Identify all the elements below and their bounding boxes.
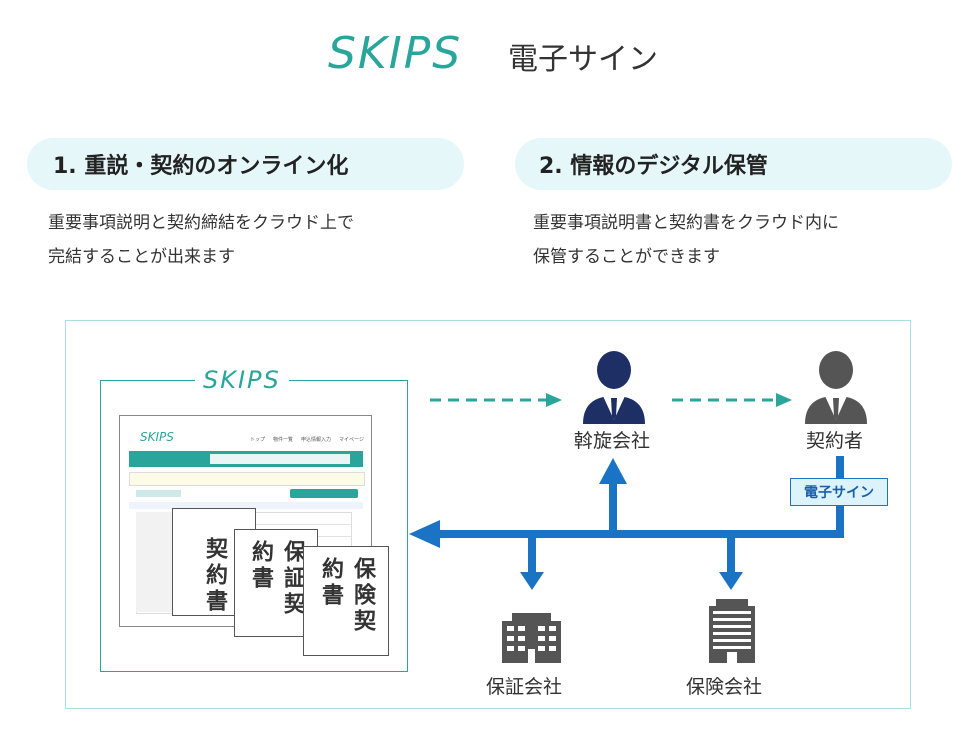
- feature-2-title: 2. 情報のデジタル保管: [515, 138, 952, 190]
- insurer-label: 保険会社: [686, 676, 763, 698]
- screen-nav-item: トップ: [250, 437, 266, 443]
- insurance-contract-document: 保険契約書: [303, 546, 389, 656]
- insurer-building-icon: [709, 599, 755, 663]
- screen-nav: トップ 物件一覧 申込情報入力 マイページ: [250, 436, 364, 443]
- insurance-contract-document-label: 保険契約書: [318, 557, 375, 635]
- guarantor-building-icon: [502, 613, 561, 663]
- guarantee-contract-document-label: 保証契約書: [248, 540, 305, 618]
- screen-step-bar: [210, 454, 350, 464]
- header-title: 電子サイン: [508, 42, 658, 77]
- contractor-label: 契約者: [806, 430, 864, 452]
- diagram-frame: [65, 320, 911, 709]
- contract-document-label: 契約書: [202, 537, 227, 615]
- screen-logo: SKIPS: [140, 430, 174, 444]
- broker-person-icon: [583, 351, 645, 424]
- screen-form-labels: [136, 512, 173, 612]
- feature-1-description: 重要事項説明と契約締結をクラウド上で 完結することが出来ます: [48, 206, 354, 274]
- feature-2-description: 重要事項説明書と契約書をクラウド内に 保管することができます: [533, 206, 839, 274]
- screen-section-bar: [136, 490, 181, 497]
- broker-label: 斡旋会社: [574, 430, 651, 452]
- screen-nav-item: 申込情報入力: [301, 437, 332, 443]
- guarantor-label: 保証会社: [486, 676, 563, 698]
- contractor-person-icon: [805, 351, 867, 424]
- screen-section-button: [290, 489, 358, 498]
- feature-2-line-1: 重要事項説明書と契約書をクラウド内に: [533, 213, 839, 233]
- screen-info-bar: [129, 502, 363, 509]
- feature-1-line-1: 重要事項説明と契約締結をクラウド上で: [48, 213, 354, 233]
- feature-2-title-text: 2. 情報のデジタル保管: [539, 154, 768, 179]
- screen-notice: [129, 472, 365, 486]
- screen-nav-item: マイページ: [339, 437, 364, 443]
- dashed-arrow-to-contractor: [672, 393, 792, 407]
- feature-2-line-2: 保管することができます: [533, 247, 720, 267]
- feature-1-title-text: 1. 重説・契約のオンライン化: [53, 154, 349, 179]
- feature-1-line-2: 完結することが出来ます: [48, 247, 235, 267]
- data-flow-arrows: [409, 456, 844, 590]
- skips-frame-logo: SKIPS: [195, 366, 289, 394]
- feature-1-title: 1. 重説・契約のオンライン化: [27, 138, 464, 190]
- dashed-arrow-to-broker: [430, 393, 562, 407]
- esign-badge-text: 電子サイン: [804, 485, 874, 501]
- screen-nav-item: 物件一覧: [273, 437, 294, 443]
- header-logo: SKIPS: [328, 28, 463, 79]
- esign-badge: 電子サイン: [790, 478, 888, 506]
